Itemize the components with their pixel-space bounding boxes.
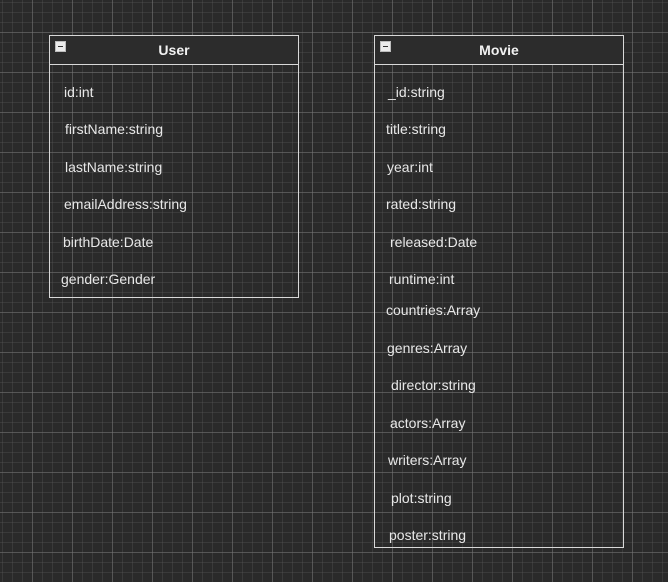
- field-year[interactable]: year:int: [387, 159, 433, 175]
- field-director[interactable]: director:string: [391, 377, 476, 393]
- collapse-icon[interactable]: [55, 41, 66, 52]
- entity-movie[interactable]: Movie _id:string title:string year:int r…: [374, 35, 624, 548]
- field-plot[interactable]: plot:string: [391, 490, 452, 506]
- field-id[interactable]: _id:string: [388, 84, 445, 100]
- field-rated[interactable]: rated:string: [386, 196, 457, 212]
- entity-user[interactable]: User id:int firstName:string lastName:st…: [49, 35, 299, 298]
- field-id[interactable]: id:int: [64, 84, 94, 100]
- entity-title: Movie: [479, 42, 519, 58]
- entity-header[interactable]: Movie: [375, 36, 623, 65]
- collapse-icon[interactable]: [380, 41, 391, 52]
- field-genres[interactable]: genres:Array: [387, 340, 468, 356]
- field-poster[interactable]: poster:string: [389, 527, 467, 543]
- field-released[interactable]: released:Date: [390, 234, 478, 250]
- field-actors[interactable]: actors:Array: [390, 415, 466, 431]
- field-countries[interactable]: countries:Array: [386, 302, 481, 318]
- field-lastname[interactable]: lastName:string: [65, 159, 163, 175]
- field-runtime[interactable]: runtime:int: [389, 271, 455, 287]
- field-emailaddress[interactable]: emailAddress:string: [64, 196, 187, 212]
- entity-header[interactable]: User: [50, 36, 298, 65]
- field-gender[interactable]: gender:Gender: [61, 271, 156, 287]
- field-firstname[interactable]: firstName:string: [65, 121, 164, 137]
- field-birthdate[interactable]: birthDate:Date: [63, 234, 154, 250]
- entity-title: User: [158, 42, 190, 58]
- field-writers[interactable]: writers:Array: [388, 452, 467, 468]
- field-title[interactable]: title:string: [386, 121, 446, 137]
